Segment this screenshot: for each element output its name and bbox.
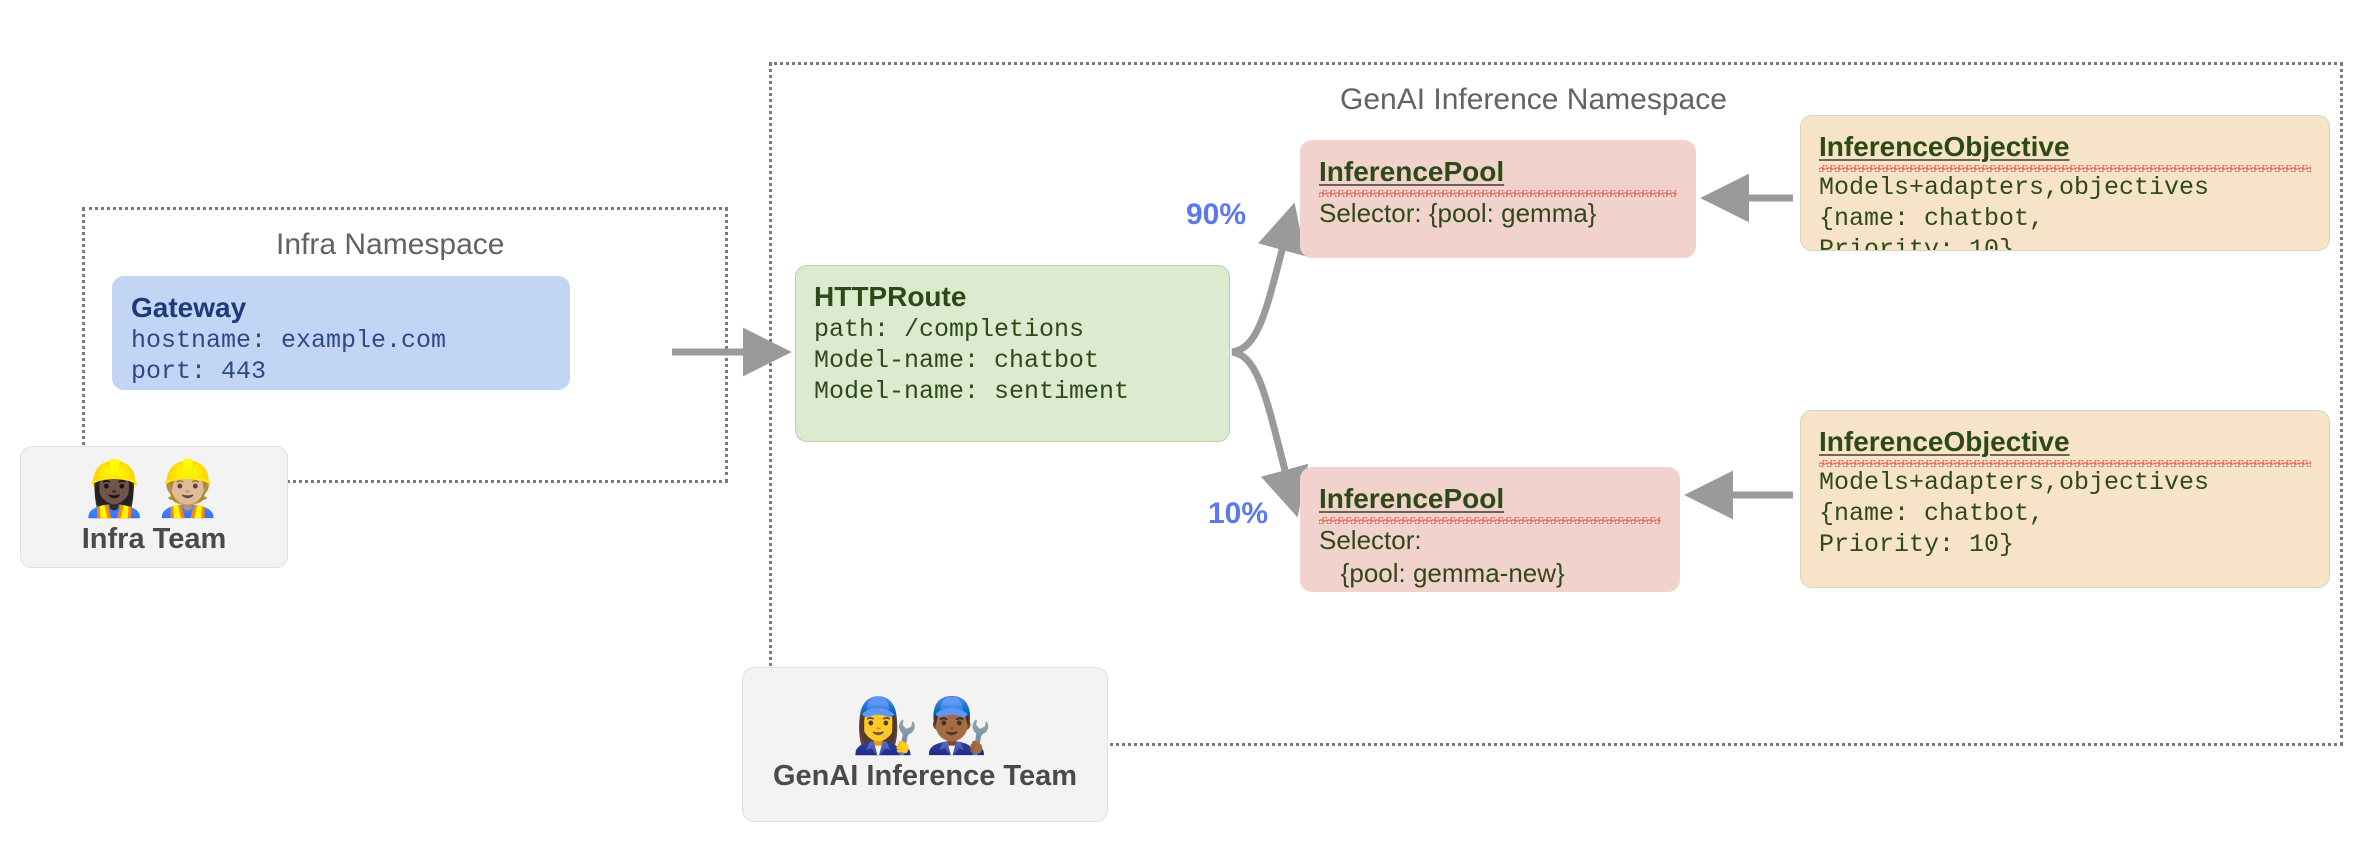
- httproute-title: HTTPRoute: [814, 281, 967, 312]
- inferenceobjective-bottom-models: Models+adapters,objectives: [1819, 468, 2210, 497]
- team-card-infra[interactable]: 👷🏿‍♀️👷🏼 Infra Team: [20, 446, 288, 568]
- inferenceobjective-bottom-name: {name: chatbot,: [1819, 499, 2045, 528]
- inferenceobjective-top-models: Models+adapters,objectives: [1819, 173, 2210, 202]
- inferenceobjective-top-name: {name: chatbot,: [1819, 204, 2045, 233]
- namespace-title-genai: GenAI Inference Namespace: [1340, 83, 1727, 116]
- node-gateway[interactable]: Gateway hostname: example.com port: 443: [112, 276, 570, 390]
- node-inferencepool-gemma[interactable]: InferencePool Selector: {pool: gemma}: [1300, 140, 1696, 258]
- node-inferenceobjective-top[interactable]: InferenceObjective Models+adapters,objec…: [1800, 115, 2330, 251]
- inferencepool-gemma-new-title: InferencePool: [1319, 483, 1505, 514]
- node-inferenceobjective-bottom[interactable]: InferenceObjective Models+adapters,objec…: [1800, 410, 2330, 588]
- spellcheck-squiggle-icon: [1819, 460, 2311, 467]
- team-label-genai: GenAI Inference Team: [772, 760, 1078, 792]
- inferenceobjective-bottom-title: InferenceObjective: [1819, 426, 2070, 457]
- team-label-infra: Infra Team: [81, 522, 227, 555]
- httproute-path: path: /completions: [814, 315, 1085, 344]
- inferenceobjective-bottom-priority: Priority: 10}: [1819, 530, 2015, 559]
- gateway-title: Gateway: [131, 292, 247, 323]
- mechanic-worker-icon: 👩‍🔧👨🏾‍🔧: [851, 696, 999, 756]
- namespace-box-infra: [82, 207, 728, 483]
- node-inferencepool-gemma-new[interactable]: InferencePool Selector: {pool: gemma-new…: [1300, 467, 1680, 592]
- inferenceobjective-top-priority: Priority: 10}: [1819, 235, 2015, 251]
- inferencepool-gemma-new-selector-value: {pool: gemma-new}: [1319, 558, 1565, 588]
- traffic-weight-bottom: 10%: [1208, 497, 1269, 530]
- construction-worker-icon: 👷🏿‍♀️👷🏼: [80, 458, 228, 519]
- node-httproute[interactable]: HTTPRoute path: /completions Model-name:…: [795, 265, 1230, 442]
- inferencepool-gemma-new-selector-label: Selector:: [1319, 525, 1422, 555]
- httproute-model-name-chatbot: Model-name: chatbot: [814, 346, 1100, 375]
- spellcheck-squiggle-icon: [1319, 190, 1677, 197]
- gateway-port: port: 443: [131, 357, 267, 386]
- namespace-box-genai: [769, 62, 2343, 746]
- inferencepool-gemma-title: InferencePool: [1319, 156, 1505, 187]
- team-card-genai[interactable]: 👩‍🔧👨🏾‍🔧 GenAI Inference Team: [742, 667, 1108, 822]
- spellcheck-squiggle-icon: [1819, 165, 2311, 172]
- httproute-model-name-sentiment: Model-name: sentiment: [814, 377, 1130, 406]
- namespace-title-infra: Infra Namespace: [276, 228, 505, 261]
- inferencepool-gemma-selector: Selector: {pool: gemma}: [1319, 198, 1597, 228]
- spellcheck-squiggle-icon: [1319, 517, 1661, 524]
- traffic-weight-top: 90%: [1186, 198, 1247, 231]
- inferenceobjective-top-title: InferenceObjective: [1819, 131, 2070, 162]
- gateway-hostname: hostname: example.com: [131, 326, 447, 355]
